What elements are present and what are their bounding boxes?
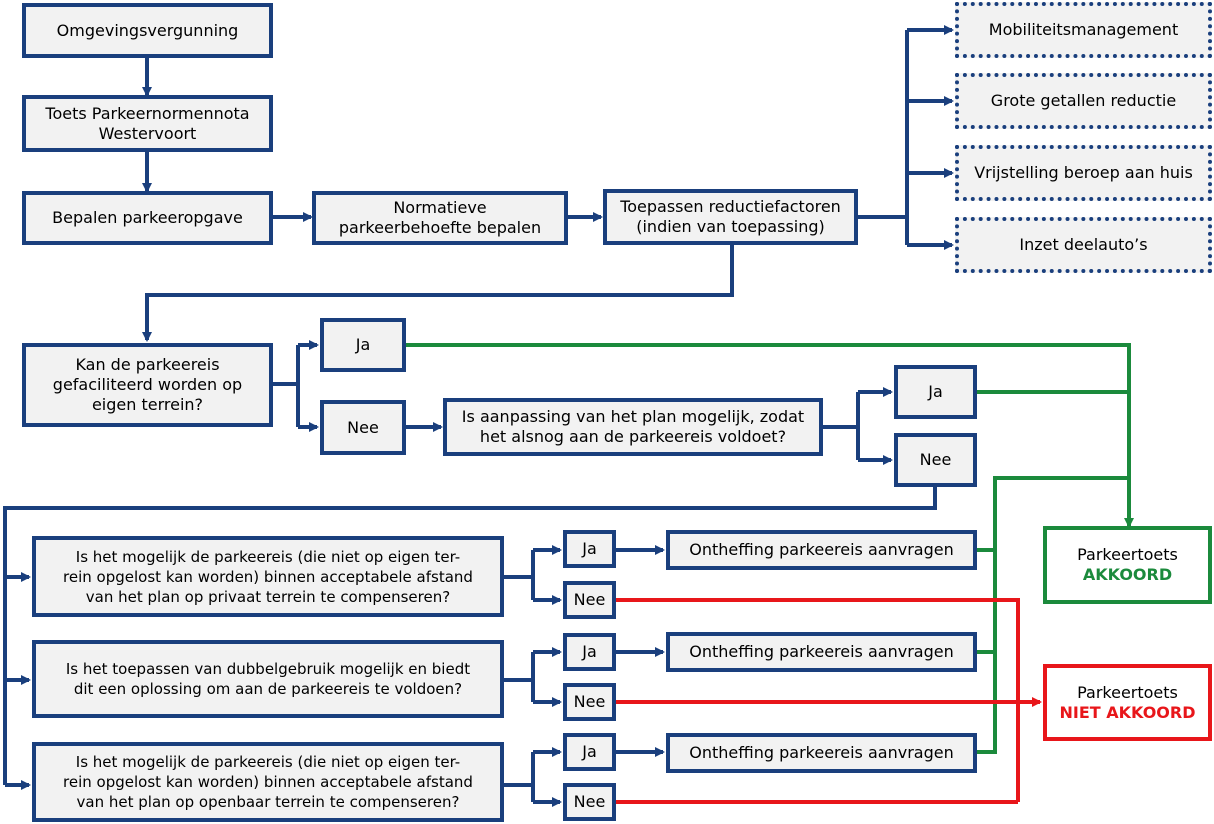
node-label: Vrijstelling beroep aan huis <box>974 163 1193 182</box>
answer-q5-ja-box: Ja <box>563 733 616 771</box>
connector-nee-bus <box>3 486 937 785</box>
toets-parkeernormennota-box: Toets Parkeernormennota Westervoort <box>22 95 273 152</box>
answer-q4-ja-box: Ja <box>563 633 616 671</box>
node-label: Normatieve parkeerbehoefte bepalen <box>338 198 542 237</box>
bepalen-parkeeropgave-box: Bepalen parkeeropgave <box>22 191 273 245</box>
node-label: Toepassen reductiefactoren (indien van t… <box>620 197 841 236</box>
answer-q1-ja-box: Ja <box>320 318 406 372</box>
node-label: Nee <box>347 417 379 437</box>
node-label: Bepalen parkeeropgave <box>52 208 243 227</box>
node-label: Ja <box>582 539 597 558</box>
question-openbaar-terrein-box: Is het mogelijk de parkeereis (die niet … <box>32 742 504 822</box>
node-label: Ja <box>582 642 597 661</box>
connector-q2-branch <box>822 392 860 460</box>
connector-q5-branch <box>503 752 535 802</box>
node-label: Toets Parkeernormennota Westervoort <box>45 103 250 143</box>
parkeertoets-niet-akkoord-box: Parkeertoets NIET AKKOORD <box>1043 664 1212 741</box>
answer-q2-ja-box: Ja <box>894 365 977 419</box>
omgevingsvergunning-box: Omgevingsvergunning <box>22 3 273 58</box>
inzet-deelautos-box: Inzet deelauto’s <box>955 217 1212 273</box>
node-label: Omgevingsvergunning <box>56 20 239 40</box>
connector-reductie-fan <box>857 30 909 245</box>
grote-getallen-reductie-box: Grote getallen reductie <box>955 73 1212 129</box>
question-privaat-terrein-box: Is het mogelijk de parkeereis (die niet … <box>32 536 504 617</box>
node-label: Nee <box>573 590 606 609</box>
node-label: Ontheffing parkeereis aanvragen <box>689 743 954 762</box>
connector-red-q3-nee <box>615 598 1020 802</box>
reductiefactoren-box: Toepassen reductiefactoren (indien van t… <box>603 189 858 245</box>
node-label: Is het mogelijk de parkeereis (die niet … <box>63 547 473 606</box>
node-label: Inzet deelauto’s <box>1019 235 1148 254</box>
connector-q3-branch <box>503 550 535 600</box>
node-label: Kan de parkeereis gefaciliteerd worden o… <box>52 355 243 414</box>
connector-reductie-q1 <box>142 245 734 342</box>
node-label: Ja <box>582 742 597 761</box>
node-label: Grote getallen reductie <box>990 91 1177 110</box>
node-label: Nee <box>573 692 606 711</box>
connector-q4-branch <box>503 652 535 702</box>
node-label: Ja <box>928 382 943 401</box>
answer-q1-nee-box: Nee <box>320 400 406 455</box>
connector-green-ontheffing-bus <box>976 476 1129 754</box>
outcome-status-akkoord: AKKOORD <box>1082 565 1173 584</box>
node-label: Ontheffing parkeereis aanvragen <box>689 540 954 559</box>
node-label: Nee <box>919 450 952 469</box>
outcome-status-niet-akkoord: NIET AKKOORD <box>1059 702 1196 722</box>
answer-q2-nee-box: Nee <box>894 433 977 487</box>
vrijstelling-beroep-box: Vrijstelling beroep aan huis <box>955 145 1212 201</box>
answer-q3-ja-box: Ja <box>563 530 616 568</box>
node-label: Ontheffing parkeereis aanvragen <box>689 642 954 661</box>
ontheffing-1-box: Ontheffing parkeereis aanvragen <box>666 530 977 570</box>
node-label: Nee <box>573 792 606 811</box>
answer-q5-nee-box: Nee <box>563 783 616 821</box>
normatieve-parkeerbehoefte-box: Normatieve parkeerbehoefte bepalen <box>312 191 568 245</box>
answer-q3-nee-box: Nee <box>563 581 616 619</box>
ontheffing-3-box: Ontheffing parkeereis aanvragen <box>666 733 977 773</box>
connector-green-q1-ja <box>405 343 1134 528</box>
answer-q4-nee-box: Nee <box>563 683 616 721</box>
ontheffing-2-box: Ontheffing parkeereis aanvragen <box>666 632 977 672</box>
question-aanpassing-box: Is aanpassing van het plan mogelijk, zod… <box>443 398 823 456</box>
mobiliteitsmanagement-box: Mobiliteitsmanagement <box>955 2 1212 58</box>
node-label: Is aanpassing van het plan mogelijk, zod… <box>461 407 805 446</box>
outcome-label: Parkeertoets <box>1077 682 1178 702</box>
question-eigen-terrein-box: Kan de parkeereis gefaciliteerd worden o… <box>22 343 273 427</box>
outcome-label: Parkeertoets <box>1077 545 1178 564</box>
node-label: Mobiliteitsmanagement <box>988 20 1179 39</box>
node-label: Is het mogelijk de parkeereis (die niet … <box>63 753 473 811</box>
parkeertoets-akkoord-box: Parkeertoets AKKOORD <box>1043 526 1212 604</box>
question-dubbelgebruik-box: Is het toepassen van dubbelgebruik mogel… <box>32 640 504 718</box>
node-label: Ja <box>355 335 371 354</box>
connector-q1-branch <box>272 345 300 427</box>
node-label: Is het toepassen van dubbelgebruik mogel… <box>65 660 471 698</box>
